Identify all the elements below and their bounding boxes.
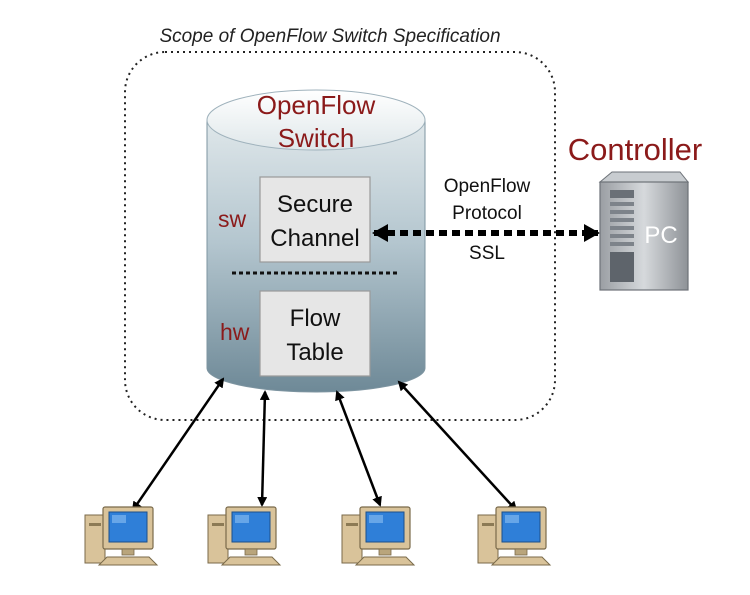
secure-channel-box bbox=[259, 176, 371, 263]
sw-label: sw bbox=[218, 206, 247, 232]
protocol-line2: Protocol bbox=[452, 203, 522, 224]
hosts-layer bbox=[84, 506, 552, 566]
host-link-arrow-2 bbox=[257, 390, 270, 507]
switch-title-line2: Switch bbox=[278, 123, 355, 153]
secure-channel-line1: Secure bbox=[277, 191, 353, 218]
flow-table-line1: Flow bbox=[290, 305, 341, 332]
host-computer-icon bbox=[477, 506, 552, 566]
controller-pc-icon bbox=[598, 171, 690, 291]
protocol-line1: OpenFlow bbox=[444, 176, 531, 197]
protocol-line3: SSL bbox=[469, 243, 505, 264]
host-computer-icon bbox=[207, 506, 282, 566]
host-link-arrow-1 bbox=[131, 377, 225, 512]
scope-boundary bbox=[124, 51, 556, 421]
host-link-arrow-4 bbox=[397, 380, 518, 512]
secure-channel-line2: Channel bbox=[270, 225, 359, 252]
flow-table-line2: Table bbox=[286, 339, 343, 366]
host-link-arrow-3 bbox=[335, 390, 382, 507]
switch-title-line1: OpenFlow bbox=[257, 90, 376, 120]
host-computer-icon bbox=[84, 506, 159, 566]
hw-label: hw bbox=[220, 319, 250, 345]
flow-table-box bbox=[259, 290, 371, 377]
controller-title: Controller bbox=[568, 132, 702, 167]
scope-title: Scope of OpenFlow Switch Specification bbox=[159, 26, 500, 47]
controller-pc-label: PC bbox=[644, 222, 677, 249]
host-computer-icon bbox=[341, 506, 416, 566]
